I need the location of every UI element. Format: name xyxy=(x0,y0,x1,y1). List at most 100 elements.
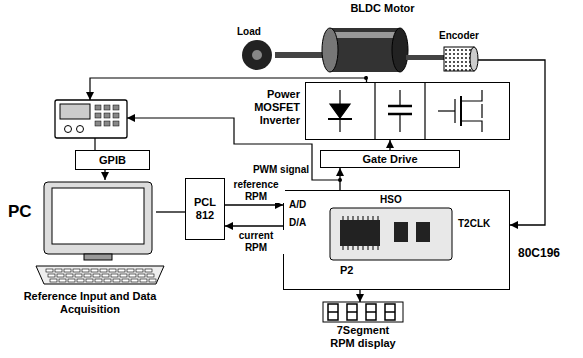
key xyxy=(122,279,129,282)
cpu-chip xyxy=(340,220,380,246)
node-label: P2 xyxy=(340,264,353,277)
key xyxy=(77,279,84,282)
key xyxy=(55,269,62,272)
key xyxy=(84,274,91,277)
node-label: A/D xyxy=(289,199,306,211)
key xyxy=(147,274,154,277)
key xyxy=(64,269,71,272)
connector xyxy=(225,225,283,226)
cap-wire xyxy=(399,90,400,106)
seven-segment-digits xyxy=(328,304,395,320)
instrument-case xyxy=(55,100,127,138)
key xyxy=(82,269,89,272)
node-label: D/A xyxy=(289,217,306,229)
pc-stand xyxy=(84,254,112,260)
pin xyxy=(363,216,364,220)
node-label: Gate Drive xyxy=(320,153,460,166)
diode-bar xyxy=(328,118,352,120)
encoder-shaft xyxy=(406,55,444,60)
key xyxy=(59,279,66,282)
part-label: Load xyxy=(236,26,262,38)
edge-label: PWM signal xyxy=(238,164,310,176)
pc-screen xyxy=(52,188,144,244)
board-outline xyxy=(330,208,452,260)
mcu-board-box: HSOA/DD/AT2CLKP280C196 xyxy=(283,190,580,290)
node-label: HSO xyxy=(380,194,402,206)
key xyxy=(113,279,120,282)
load-wheel xyxy=(242,40,272,70)
key xyxy=(95,279,102,282)
pin xyxy=(363,246,364,250)
capacitor-plate xyxy=(388,105,412,108)
pin xyxy=(368,246,369,250)
pin xyxy=(353,216,354,220)
button xyxy=(95,121,101,126)
pin xyxy=(378,246,379,250)
keyboard-keys xyxy=(46,269,156,282)
button xyxy=(95,113,101,118)
mosfet-drain xyxy=(461,90,482,101)
node-label: Reference Input and Data Acquisition xyxy=(12,290,168,316)
connector xyxy=(225,204,283,205)
node-label: BLDC Motor xyxy=(325,2,440,15)
key xyxy=(118,269,125,272)
key xyxy=(129,274,136,277)
chip-pins xyxy=(343,216,378,250)
pin xyxy=(343,216,344,220)
key xyxy=(136,269,143,272)
key xyxy=(50,279,57,282)
button xyxy=(104,105,110,110)
instrument-buttons xyxy=(95,105,119,126)
button xyxy=(104,113,110,118)
key xyxy=(93,274,100,277)
instrument-knob xyxy=(77,126,84,133)
node-label: GPIB xyxy=(75,154,150,167)
node-label: 7Segment RPM display xyxy=(323,324,403,350)
motor-shaft xyxy=(275,52,325,58)
key xyxy=(86,279,93,282)
display-frame xyxy=(323,302,403,322)
button xyxy=(113,105,119,110)
mosfet-source xyxy=(461,121,482,132)
inverter-box: Power MOSFET Inverter xyxy=(238,82,510,140)
node-label: Power MOSFET Inverter xyxy=(240,88,300,127)
measure-wires xyxy=(90,78,366,180)
button xyxy=(104,121,110,126)
pin xyxy=(378,216,379,220)
key xyxy=(102,274,109,277)
button xyxy=(95,105,101,110)
chip xyxy=(416,222,430,242)
chip xyxy=(394,222,408,242)
pin xyxy=(358,216,359,220)
mosfet-gate-lead xyxy=(438,110,455,111)
button xyxy=(113,121,119,126)
motor-highlight xyxy=(335,32,395,38)
divider xyxy=(374,82,375,140)
mosfet-diode xyxy=(481,104,482,118)
pin xyxy=(353,246,354,250)
key xyxy=(66,274,73,277)
connector xyxy=(339,168,340,190)
shape-area xyxy=(40,180,156,260)
key xyxy=(149,279,156,282)
key xyxy=(111,274,118,277)
box-outline xyxy=(305,82,510,140)
edge-label: reference RPM xyxy=(227,179,285,203)
cap-wire xyxy=(399,114,400,132)
key xyxy=(104,279,111,282)
pin xyxy=(348,216,349,220)
digit xyxy=(385,304,395,320)
pin xyxy=(368,216,369,220)
seven-segment-display: 7Segment RPM display xyxy=(318,300,408,358)
key xyxy=(120,274,127,277)
pin xyxy=(343,246,344,250)
digit xyxy=(347,304,357,320)
node-label: PC xyxy=(8,202,32,222)
load-hub xyxy=(252,50,262,60)
divider xyxy=(424,82,425,140)
inverter-symbols xyxy=(328,82,482,140)
connector xyxy=(104,170,105,180)
button xyxy=(113,113,119,118)
digit xyxy=(328,304,338,320)
